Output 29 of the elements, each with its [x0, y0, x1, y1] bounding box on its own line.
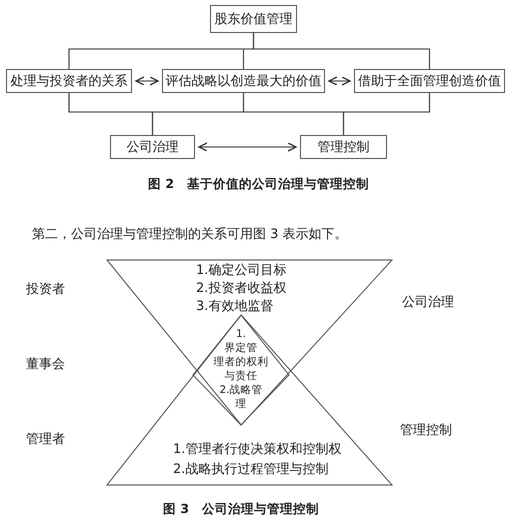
connector-line: [252, 33, 430, 69]
side-label: 公司治理: [402, 294, 454, 311]
process-box: 管理控制: [300, 135, 387, 159]
list-item: 2.战略管理: [218, 383, 264, 411]
list-item: 1.确定公司目标: [196, 262, 286, 280]
list-item: 3.有效地监督: [196, 298, 274, 316]
list-item: 2.投资者收益权: [196, 280, 286, 298]
row-label: 管理者: [26, 431, 65, 448]
list-item: 2.战略执行过程管理与控制: [173, 461, 328, 479]
row-label: 投资者: [26, 281, 65, 298]
overlap-diamond: [193, 315, 289, 425]
process-box: 评估战略以创造最大的价值: [162, 69, 325, 93]
body-text: 第二，公司治理与管理控制的关系可用图 3 表示如下。: [32, 226, 348, 243]
list-item: 1.管理者行使决策权和控制权: [173, 441, 342, 459]
figure-caption: 图 2 基于价值的公司治理与管理控制: [148, 176, 370, 193]
triangle: [107, 315, 392, 485]
double-arrow: [135, 76, 159, 86]
double-arrow: [328, 76, 351, 86]
row-label: 董事会: [26, 356, 65, 373]
process-box: 借助于全面管理创造价值: [354, 69, 505, 93]
process-box: 公司治理: [110, 135, 195, 159]
side-label: 管理控制: [400, 422, 452, 439]
process-box: 股东价值管理: [210, 5, 297, 33]
double-arrow: [198, 142, 297, 152]
list-item: 1. 界定管理者的权利与责任: [212, 327, 270, 383]
figure-caption: 图 3 公司治理与管理控制: [163, 501, 320, 518]
process-box: 处理与投资者的关系: [6, 69, 132, 93]
connector-line: [342, 93, 430, 135]
inverted-triangle: [107, 260, 392, 425]
